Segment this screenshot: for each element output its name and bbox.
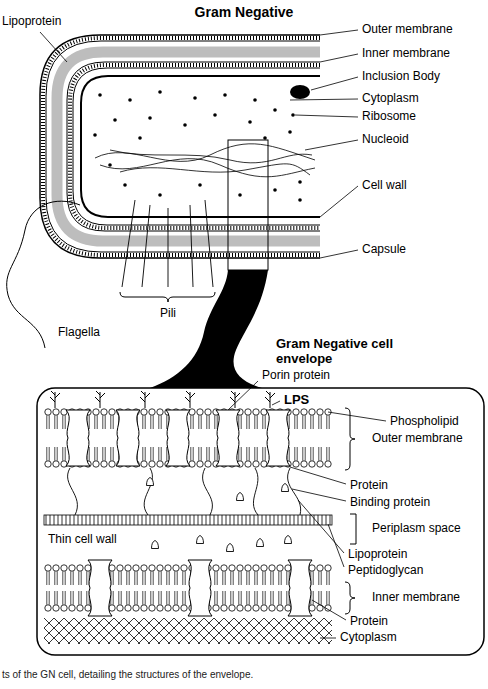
part-label: Peptidoglycan [348, 564, 423, 578]
part-label: Nucleoid [362, 133, 409, 147]
part-label: Inner membrane [362, 47, 450, 61]
nucleoid-strands [95, 144, 315, 177]
part-label: Porin protein [262, 369, 330, 383]
braces [345, 408, 356, 614]
part-label: Ribosome [362, 110, 416, 124]
peptidoglycan-layer [44, 515, 332, 525]
part-label: Cytoplasm [362, 92, 419, 106]
inner-membrane-line [73, 68, 320, 225]
lipoprotein-strands [68, 468, 301, 515]
leader-lines [40, 30, 358, 258]
part-label: Binding protein [350, 496, 430, 510]
part-label: Phospholipid [390, 415, 459, 429]
membrane-proteins [88, 560, 312, 616]
part-label: Capsule [362, 243, 406, 257]
part-label: Protein [350, 615, 388, 629]
cytoplasm-band [44, 618, 332, 644]
part-label: Cell wall [362, 179, 407, 193]
outer-membrane-hatch [43, 38, 320, 255]
part-label: Lipoprotein [348, 548, 407, 562]
part-label: Inner membrane [372, 591, 460, 605]
pili [122, 200, 213, 287]
part-label: Outer membrane [362, 23, 453, 37]
leader-lines [228, 381, 386, 638]
envelope-panel [37, 388, 484, 655]
outer-membrane-line [46, 41, 320, 252]
part-label: Pili [160, 307, 176, 321]
porin-proteins [66, 410, 290, 466]
lps-chains [50, 391, 275, 408]
part-label: Lipoprotein [2, 15, 61, 29]
capsule-band [57, 52, 320, 241]
part-label: Flagella [58, 326, 100, 340]
ribosome-dots [93, 90, 302, 202]
inner-membrane-hatch [70, 65, 320, 228]
part-label: LPS [284, 393, 309, 408]
cell-envelope-layers [40, 35, 320, 258]
part-label: Cytoplasm [340, 631, 397, 645]
zoom-frame [228, 140, 268, 270]
zoom-swoosh [150, 270, 268, 388]
part-label: Inclusion Body [362, 70, 440, 84]
figure-caption: ts of the GN cell, detailing the structu… [2, 669, 253, 681]
part-label: Outer membrane [372, 432, 463, 446]
inclusion-body [290, 85, 310, 99]
part-label: Thin cell wall [48, 533, 117, 547]
part-label: Protein [350, 479, 388, 493]
binding-proteins [147, 478, 292, 552]
cell-wall-line [81, 76, 320, 217]
diagram-title: Gram Negative [0, 4, 488, 20]
part-label: Gram Negative cell envelope [276, 337, 401, 367]
pili-brace [120, 292, 215, 302]
inner-membrane-line [67, 62, 320, 231]
part-label: Periplasm space [372, 522, 461, 536]
outer-membrane-line [40, 35, 320, 258]
